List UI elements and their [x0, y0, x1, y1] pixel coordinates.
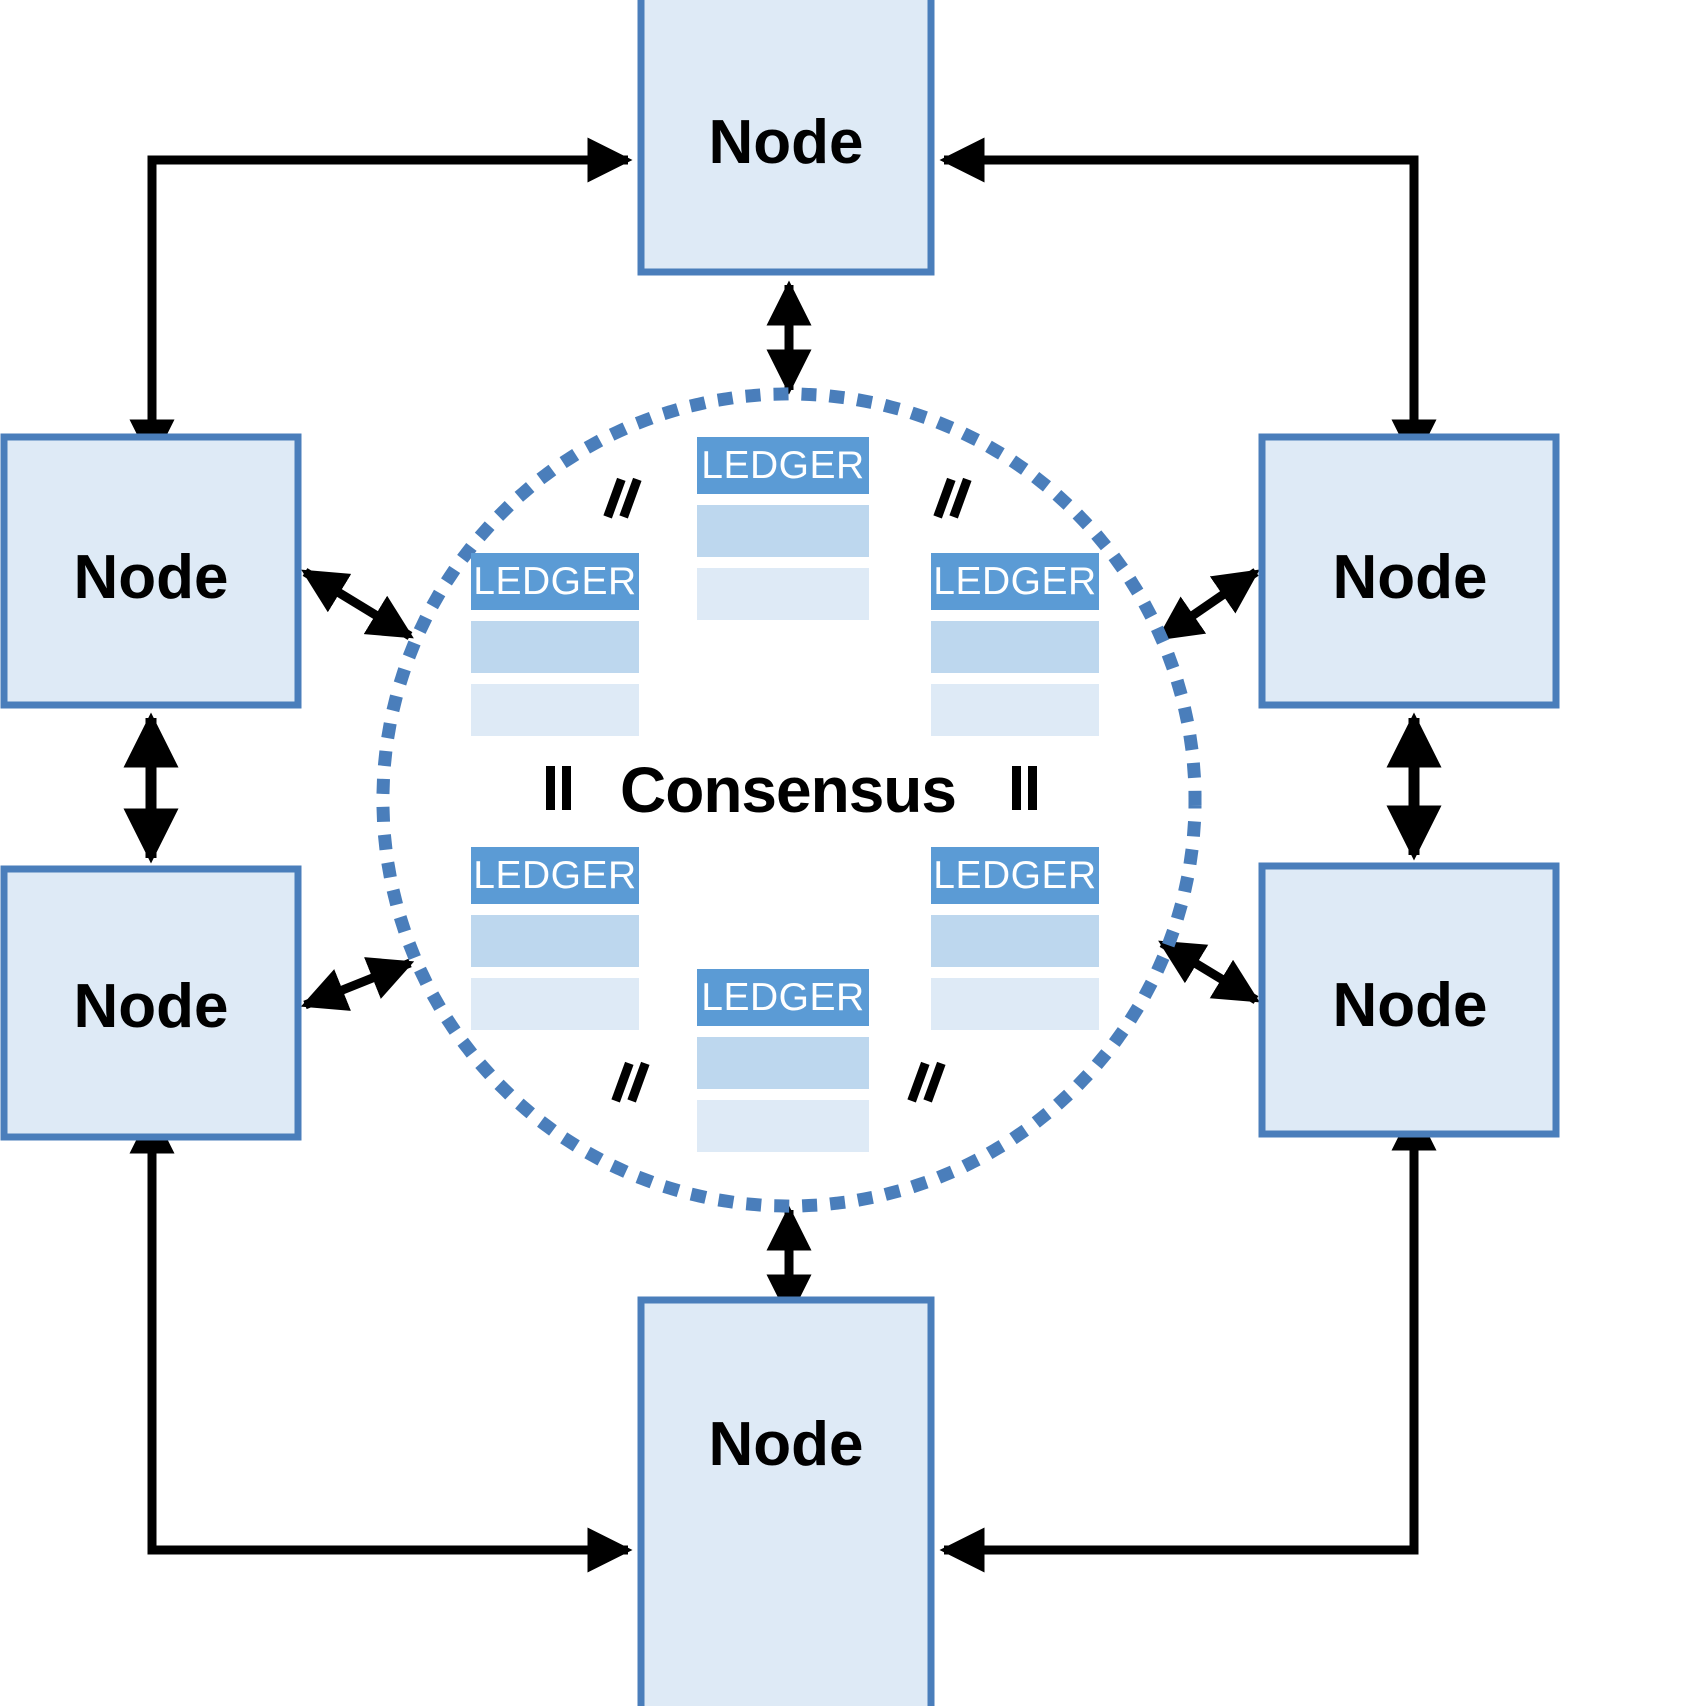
- ledger-lower-right-header: [931, 847, 1099, 904]
- ledger-upper-right-header: [931, 553, 1099, 610]
- node-right-upper-label: Node: [1333, 543, 1488, 612]
- node-right-lower[interactable]: Node: [1258, 862, 1560, 1138]
- consensus-circle: [376, 387, 1202, 1213]
- ledger-bottom-row-1: [697, 1037, 869, 1089]
- ledger-bottom-row-2: [697, 1100, 869, 1152]
- ledger-lower-right-row-2: [931, 978, 1099, 1030]
- ledger-upper-right-row-1: [931, 621, 1099, 673]
- ledger-lower-left-label: LEDGER: [473, 854, 636, 897]
- ledger-lower-left-row-1: [471, 915, 639, 967]
- ledger-lower-left-header: [471, 847, 639, 904]
- ledger-upper-right-row-2: [931, 684, 1099, 736]
- conn-topright-to-top: [939, 137, 1437, 465]
- ledger-upper-left-row-1: [471, 621, 639, 673]
- equals-top-right-icon: [933, 477, 972, 519]
- conn-rightlower-to-circle: [1158, 939, 1260, 1004]
- ledger-top-row-1: [697, 505, 869, 557]
- node-bottom[interactable]: Node: [637, 1296, 935, 1706]
- conn-bottomright-to-bottom: [939, 1105, 1437, 1573]
- node-bottom-label: Node: [709, 1410, 864, 1479]
- ledger-top[interactable]: LEDGER: [697, 437, 869, 620]
- ledger-lower-right[interactable]: LEDGER: [931, 847, 1099, 1030]
- node-left-lower-label: Node: [74, 972, 229, 1041]
- equals-mid-left-icon: [546, 766, 571, 810]
- ledger-bottom[interactable]: LEDGER: [697, 969, 869, 1152]
- node-left-upper-label: Node: [74, 543, 229, 612]
- ledger-top-label: LEDGER: [701, 444, 864, 487]
- equals-top-left-icon: [603, 477, 642, 519]
- ledger-upper-left-label: LEDGER: [473, 560, 636, 603]
- ledger-upper-left-header: [471, 553, 639, 610]
- node-right-lower-label: Node: [1333, 971, 1488, 1040]
- conn-rightupper-to-circle: [1156, 568, 1260, 642]
- node-left-lower[interactable]: Node: [0, 865, 302, 1141]
- equals-bottom-left-icon: [611, 1061, 650, 1103]
- consensus-label: Consensus: [620, 754, 956, 826]
- ledger-upper-right[interactable]: LEDGER: [931, 553, 1099, 736]
- conn-bottomleft-to-bottom: [129, 1108, 633, 1573]
- node-left-upper[interactable]: Node: [0, 433, 302, 709]
- node-top-label: Node: [709, 108, 864, 177]
- ledger-lower-left[interactable]: LEDGER: [471, 847, 639, 1030]
- node-top[interactable]: Node: [637, 0, 935, 276]
- ledger-upper-left-row-2: [471, 684, 639, 736]
- conn-leftlower-to-circle: [300, 957, 415, 1011]
- ledger-lower-right-label: LEDGER: [933, 854, 1096, 897]
- ledger-upper-right-label: LEDGER: [933, 560, 1096, 603]
- ledger-top-row-2: [697, 568, 869, 620]
- ledger-bottom-label: LEDGER: [701, 976, 864, 1019]
- ledger-upper-left[interactable]: LEDGER: [471, 553, 639, 736]
- equals-mid-right-icon: [1012, 766, 1037, 810]
- equals-bottom-right-icon: [907, 1061, 946, 1103]
- conn-leftupper-to-circle: [301, 568, 414, 640]
- ledger-bottom-header: [697, 969, 869, 1026]
- ledger-top-header: [697, 437, 869, 494]
- node-right-upper[interactable]: Node: [1258, 433, 1560, 709]
- conn-topleft-to-top: [129, 137, 633, 465]
- ledger-lower-left-row-2: [471, 978, 639, 1030]
- ledger-lower-right-row-1: [931, 915, 1099, 967]
